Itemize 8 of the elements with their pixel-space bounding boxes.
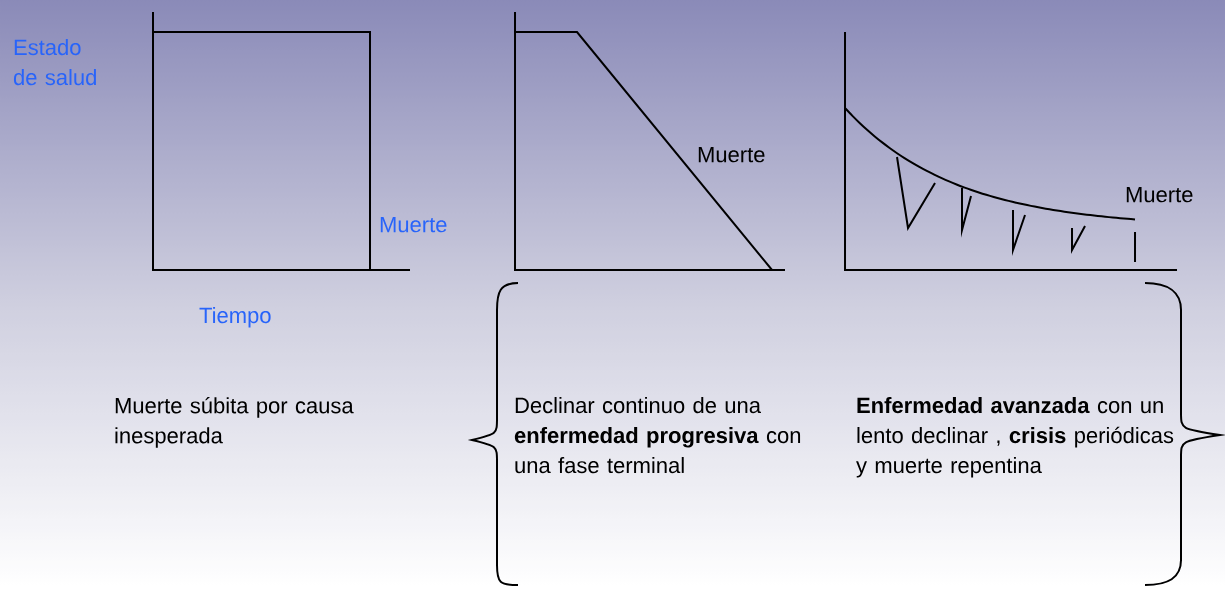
death-label: Muerte (698, 147, 765, 163)
axis-label: Estado de salud (13, 39, 96, 86)
description-text: Enfermedad avanzada con un lento declinar , crisis periódicas y muerte repentina (856, 397, 1174, 478)
death-label: Muerte (1126, 187, 1193, 203)
description-text: Declinar continuo de una enfermedad progresiva con una fase terminal (514, 397, 801, 474)
death-label: Muerte (380, 217, 447, 233)
description-text: Muerte súbita por causa inesperada (115, 397, 354, 448)
axis-label: Tiempo (199, 307, 271, 328)
